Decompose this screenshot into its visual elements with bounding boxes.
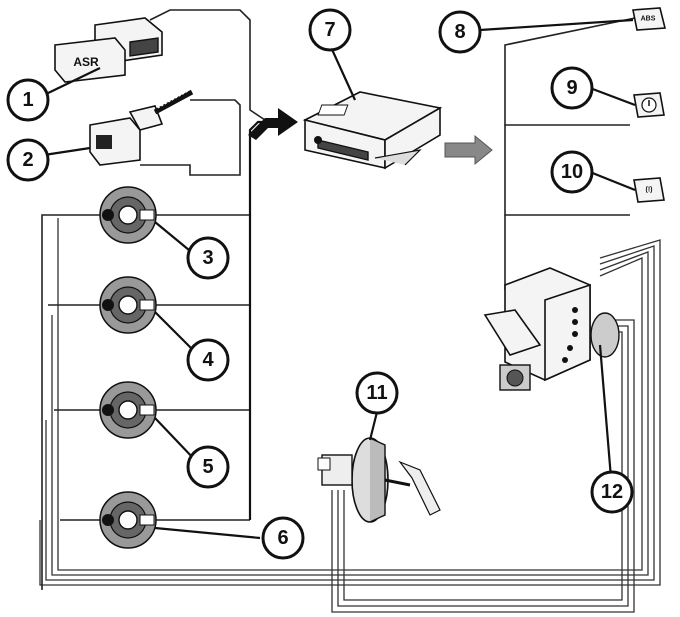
asr-switch: ASR: [54, 17, 163, 83]
asr-label: ASR: [73, 55, 99, 69]
wheel-sensor-6: [99, 491, 157, 549]
wheel-sensor-4: [99, 276, 157, 334]
svg-text:5: 5: [202, 456, 213, 478]
wheel-sensor-5: [99, 381, 157, 439]
callout-5: 5: [186, 445, 230, 489]
brake-booster: [317, 437, 441, 523]
brake-warning-lamp: [633, 92, 665, 118]
svg-text:2: 2: [22, 149, 33, 171]
callout-1: 1: [6, 78, 50, 122]
svg-text:8: 8: [454, 21, 465, 43]
svg-text:4: 4: [202, 349, 214, 371]
abs-control-unit: [302, 91, 443, 170]
lamp-10-label: (!): [646, 187, 653, 194]
signal-arrow-out: [444, 134, 493, 166]
wiring: [41, 9, 636, 590]
warning-lamp-10: (!): [633, 177, 665, 203]
svg-text:12: 12: [601, 481, 623, 503]
hydraulic-modulator: [483, 267, 620, 391]
svg-text:3: 3: [202, 247, 213, 269]
callout-8: 8: [438, 10, 482, 54]
brake-light-switch: [89, 89, 194, 166]
callout-11: 11: [355, 371, 399, 415]
callout-9: 9: [550, 66, 594, 110]
signal-arrow-in: [248, 108, 298, 140]
callout-4: 4: [186, 338, 230, 382]
callout-2: 2: [6, 138, 50, 182]
callout-3: 3: [186, 236, 230, 280]
abs-warning-lamp: ABS: [632, 7, 667, 31]
svg-text:1: 1: [22, 89, 33, 111]
leader-lines: [43, 18, 636, 540]
svg-text:9: 9: [566, 77, 577, 99]
svg-text:7: 7: [324, 19, 335, 41]
abs-lamp-label: ABS: [641, 16, 656, 23]
callout-6: 6: [261, 516, 305, 560]
svg-text:10: 10: [561, 161, 583, 183]
callout-10: 10: [550, 150, 594, 194]
callout-7: 7: [308, 8, 352, 52]
svg-text:11: 11: [366, 382, 387, 404]
callout-12: 12: [590, 470, 634, 514]
svg-text:6: 6: [277, 527, 288, 549]
wheel-sensor-3: [99, 186, 157, 244]
